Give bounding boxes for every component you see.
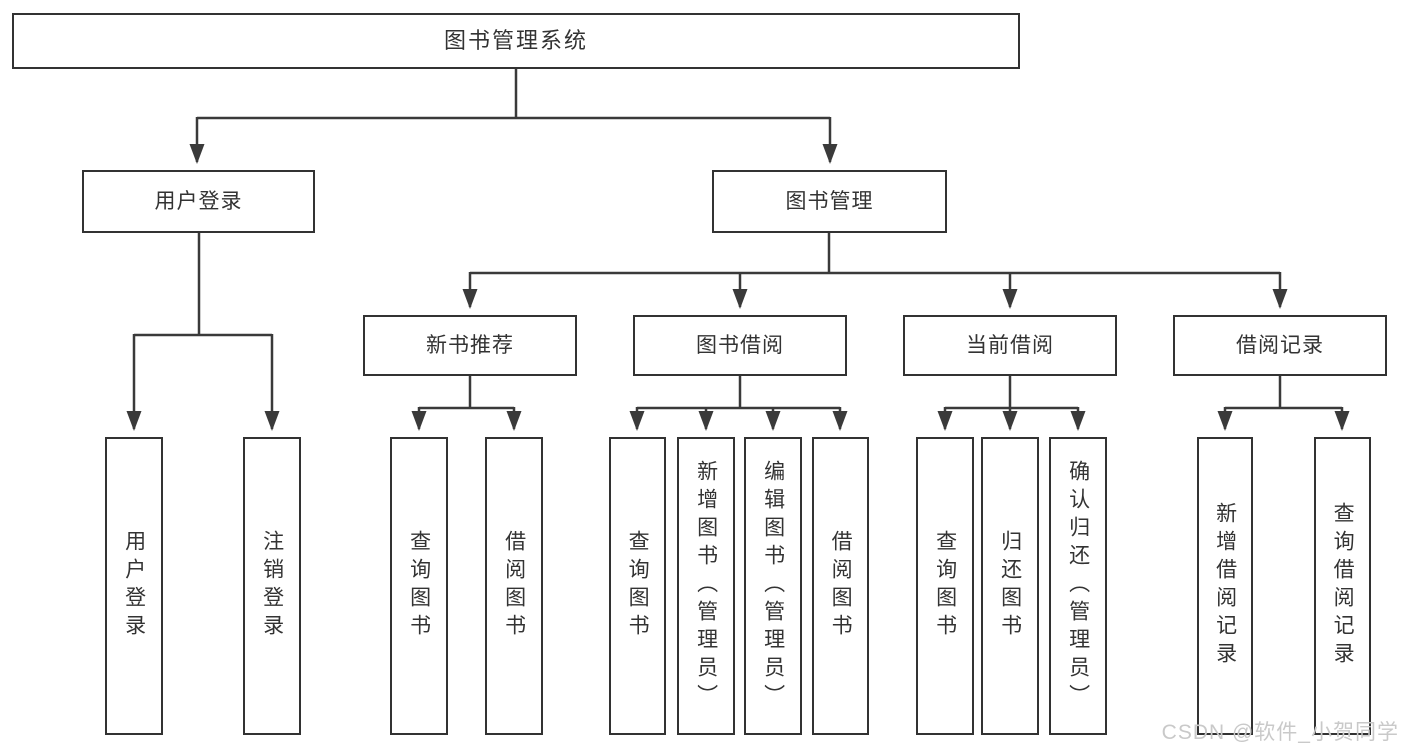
leaf-borrow-books-recommend: 借阅图书 xyxy=(485,437,543,735)
node-book-management: 图书管理 xyxy=(712,170,947,233)
node-borrow-records: 借阅记录 xyxy=(1173,315,1387,376)
leaf-logout: 注销登录 xyxy=(243,437,301,735)
leaf-add-borrow-record: 新增借阅记录 xyxy=(1197,437,1253,735)
node-new-book-recommend: 新书推荐 xyxy=(363,315,577,376)
leaf-user-login: 用户登录 xyxy=(105,437,163,735)
leaf-query-books-borrow: 查询图书 xyxy=(609,437,666,735)
leaf-edit-books-admin: 编辑图书（管理员） xyxy=(744,437,802,735)
leaf-return-books: 归还图书 xyxy=(981,437,1039,735)
csdn-watermark: CSDN @软件_小贺同学 xyxy=(1161,721,1399,744)
node-library-system: 图书管理系统 xyxy=(12,13,1020,69)
leaf-query-books-recommend: 查询图书 xyxy=(390,437,448,735)
leaf-borrow-books: 借阅图书 xyxy=(812,437,869,735)
leaf-confirm-return-admin: 确认归还（管理员） xyxy=(1049,437,1107,735)
node-current-borrow: 当前借阅 xyxy=(903,315,1117,376)
node-book-borrow: 图书借阅 xyxy=(633,315,847,376)
leaf-add-books-admin: 新增图书（管理员） xyxy=(677,437,735,735)
leaf-query-books-current: 查询图书 xyxy=(916,437,974,735)
node-user-login: 用户登录 xyxy=(82,170,315,233)
leaf-query-borrow-record: 查询借阅记录 xyxy=(1314,437,1371,735)
